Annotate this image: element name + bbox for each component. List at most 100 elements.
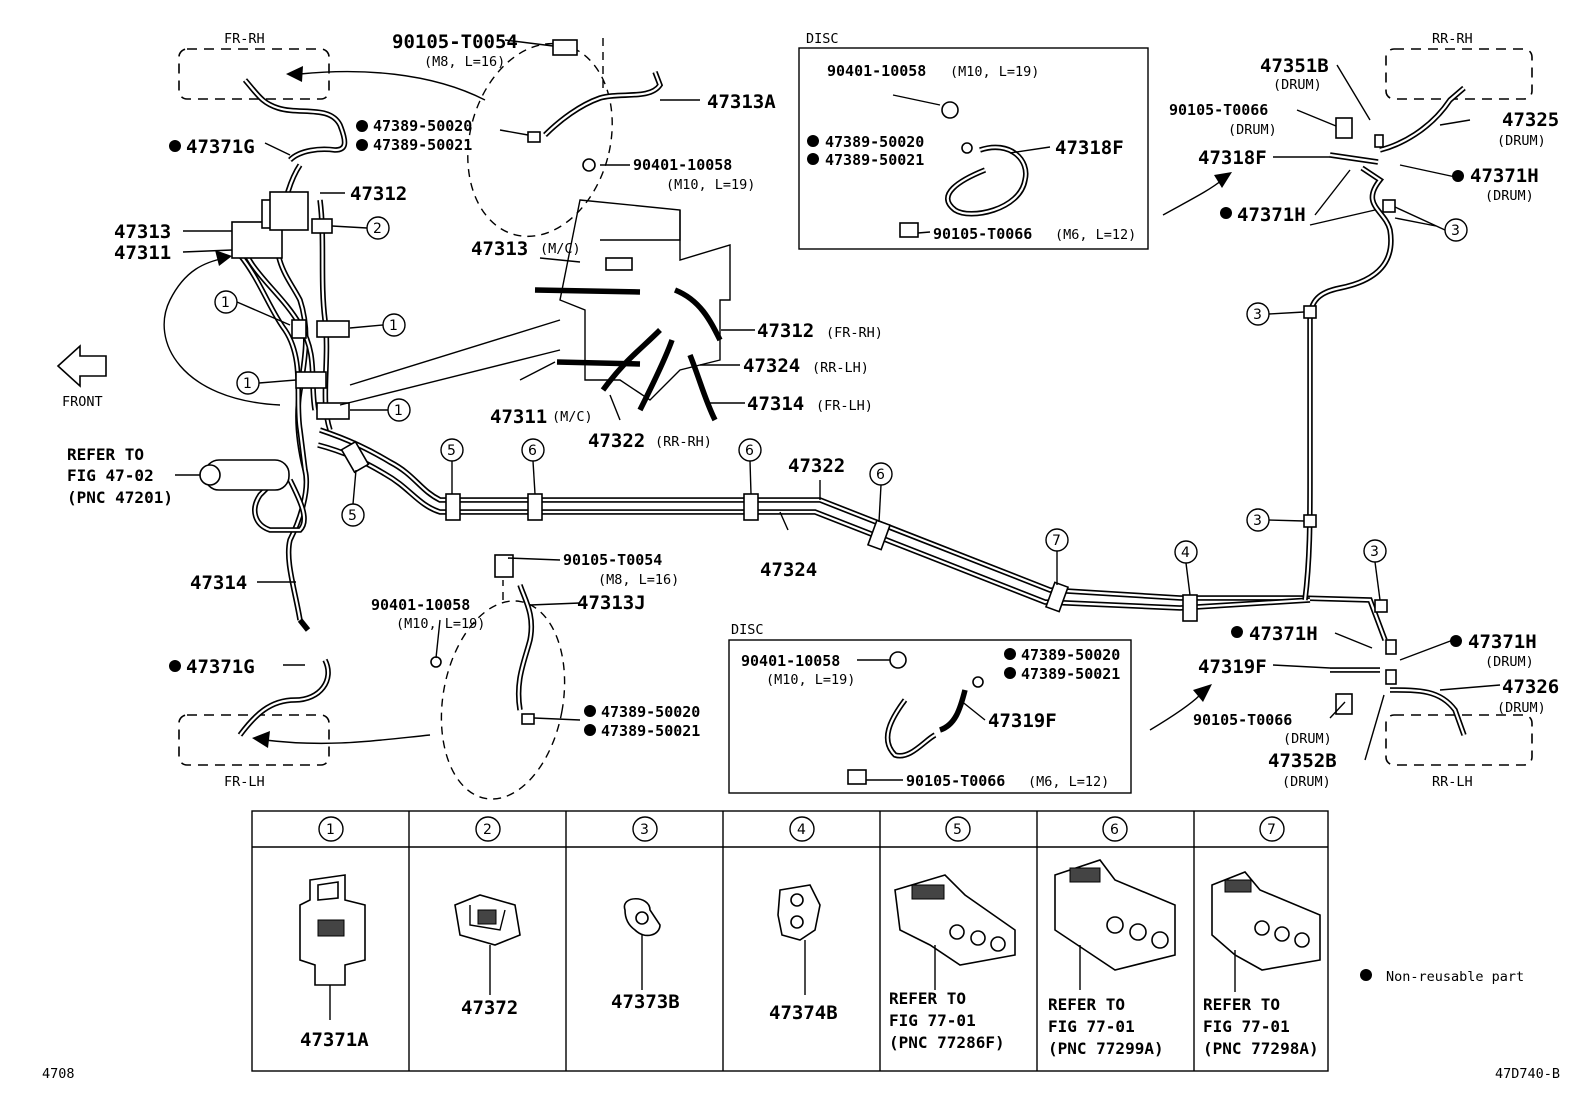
disc2-label-47389-50021: 47389-50021: [1021, 665, 1120, 683]
disc2-label-90105: 90105-T0066: [906, 772, 1005, 790]
region-rr-lh: RR-LH: [1432, 774, 1473, 790]
svg-text:1: 1: [243, 376, 252, 392]
svg-text:6: 6: [528, 443, 537, 459]
arrow-to-fr-lh-head: [252, 731, 270, 748]
disc-label-top: DISC: [806, 31, 839, 47]
region-fr-rh: FR-RH: [224, 31, 265, 47]
non-reusable-dots: [169, 120, 1464, 981]
clamp-5-line2: FIG 77-01: [889, 1011, 976, 1030]
clamp-col-6-num: 6: [1110, 822, 1119, 838]
svg-text:7: 7: [1052, 533, 1061, 549]
label-47371h-2: 47371H: [1237, 204, 1306, 226]
arrow-to-rr-lh: [1149, 694, 1201, 731]
disc-top-hose: [899, 101, 1029, 238]
detail-ellipse-bottom: [440, 600, 566, 800]
ref-line-1: [349, 319, 561, 386]
label-90105-t0054-top: 90105-T0054: [392, 31, 518, 53]
clamp-5-line3: (PNC 77286F): [889, 1033, 1005, 1052]
label-47324: 47324: [760, 559, 817, 581]
footer-right-code: 47D740-B: [1495, 1066, 1560, 1082]
svg-text:3: 3: [1451, 223, 1460, 239]
svg-text:5: 5: [348, 508, 357, 524]
clamp-col-5-num: 5: [953, 822, 962, 838]
label-47312: 47312: [350, 183, 407, 205]
disc1-label-90401: 90401-10058: [827, 62, 926, 80]
disc-bottom-hose: [847, 651, 984, 785]
label-47352b: 47352B: [1268, 750, 1337, 772]
label-47318f: 47318F: [1198, 147, 1267, 169]
clamp-table-headers: 1 2 3 4 5 6 7: [318, 816, 1285, 842]
svg-text:1: 1: [394, 403, 403, 419]
label-47313-mc: 47313: [471, 238, 528, 260]
footer-left-code: 4708: [42, 1066, 75, 1082]
label-90401-mid: 90401-10058: [371, 596, 470, 614]
label-47313-mc-sub: (M/C): [540, 241, 581, 257]
label-90105-t0066-bottom-sub: (DRUM): [1283, 731, 1332, 747]
label-47389-50020-b: 47389-50020: [601, 703, 700, 721]
clamp-2-drawing: [454, 894, 521, 995]
label-47312-fr-rh: 47312: [757, 320, 814, 342]
label-47371h-1-sub: (DRUM): [1485, 188, 1534, 204]
label-47312-fr-rh-sub: (FR-RH): [826, 325, 883, 341]
label-47371h-3: 47371H: [1249, 623, 1318, 645]
curve-arrow-front: [163, 257, 281, 406]
clamp-col-7-num: 7: [1267, 822, 1276, 838]
label-47371h-4: 47371H: [1468, 631, 1537, 653]
label-47351b-sub: (DRUM): [1273, 77, 1322, 93]
front-pipe-cluster: [199, 78, 348, 737]
disc1-label-90105-sub: (M6, L=12): [1055, 227, 1136, 243]
label-47351b: 47351B: [1260, 55, 1329, 77]
label-47314: 47314: [190, 572, 247, 594]
label-47352b-sub: (DRUM): [1282, 774, 1331, 790]
disc2-label-90105-sub: (M6, L=12): [1028, 774, 1109, 790]
leader-lines: [175, 39, 1501, 781]
label-47313: 47313: [114, 221, 171, 243]
region-fr-lh: FR-LH: [224, 774, 265, 790]
label-47324-rr-lh-sub: (RR-LH): [812, 360, 869, 376]
detail-hose-top: [527, 39, 664, 172]
label-47322-rr-rh: 47322: [588, 430, 645, 452]
clamp-col-1-num: 1: [326, 822, 335, 838]
svg-text:5: 5: [447, 443, 456, 459]
label-47322-rr-rh-sub: (RR-RH): [655, 434, 712, 450]
arrow-to-fr-lh: [264, 734, 431, 745]
label-47371g-top: 47371G: [186, 136, 255, 158]
clamp-3-drawing: [623, 897, 661, 990]
arrow-to-rr-lh-head: [1193, 684, 1212, 702]
label-47389-50020-a: 47389-50020: [373, 117, 472, 135]
clamp-1-part: 47371A: [300, 1029, 369, 1051]
label-47313a: 47313A: [707, 91, 776, 113]
disc1-label-47389-50020: 47389-50020: [825, 133, 924, 151]
label-90105-t0066-top: 90105-T0066: [1169, 101, 1268, 119]
label-90105-t0054-mid: 90105-T0054: [563, 551, 662, 569]
label-47326-sub: (DRUM): [1497, 700, 1546, 716]
clamp-7-line3: (PNC 77298A): [1203, 1039, 1319, 1058]
label-47322: 47322: [788, 455, 845, 477]
ref-line-2: [339, 349, 561, 406]
label-47311-mc-sub: (M/C): [552, 409, 593, 425]
arrow-to-fr-rh: [299, 70, 486, 101]
label-47371h-1: 47371H: [1470, 165, 1539, 187]
region-rr-rh: RR-RH: [1432, 31, 1473, 47]
disc1-label-47389-50021: 47389-50021: [825, 151, 924, 169]
clamp-4-part: 47374B: [769, 1002, 838, 1024]
label-90105-t0066-top-sub: (DRUM): [1228, 122, 1277, 138]
clamp-6-drawing: [1054, 859, 1176, 990]
svg-text:1: 1: [221, 295, 230, 311]
label-90105-t0054-mid-sub: (M8, L=16): [598, 572, 679, 588]
clamp-4-drawing: [777, 884, 821, 995]
label-47314-fr-lh-sub: (FR-LH): [816, 398, 873, 414]
svg-text:1: 1: [389, 318, 398, 334]
disc2-label-47389-50020: 47389-50020: [1021, 646, 1120, 664]
svg-text:3: 3: [1253, 307, 1262, 323]
label-90105-t0066-bottom: 90105-T0066: [1193, 711, 1292, 729]
svg-text:3: 3: [1253, 513, 1262, 529]
clamp-7-line1: REFER TO: [1203, 995, 1280, 1014]
front-label: FRONT: [62, 394, 103, 410]
refer-main-line1: REFER TO: [67, 445, 144, 464]
clamp-5-line1: REFER TO: [889, 989, 966, 1008]
label-47389-50021-b: 47389-50021: [601, 722, 700, 740]
label-47325: 47325: [1502, 109, 1559, 131]
clamp-3-part: 47373B: [611, 991, 680, 1013]
curve-arrow-front-head: [215, 250, 232, 266]
